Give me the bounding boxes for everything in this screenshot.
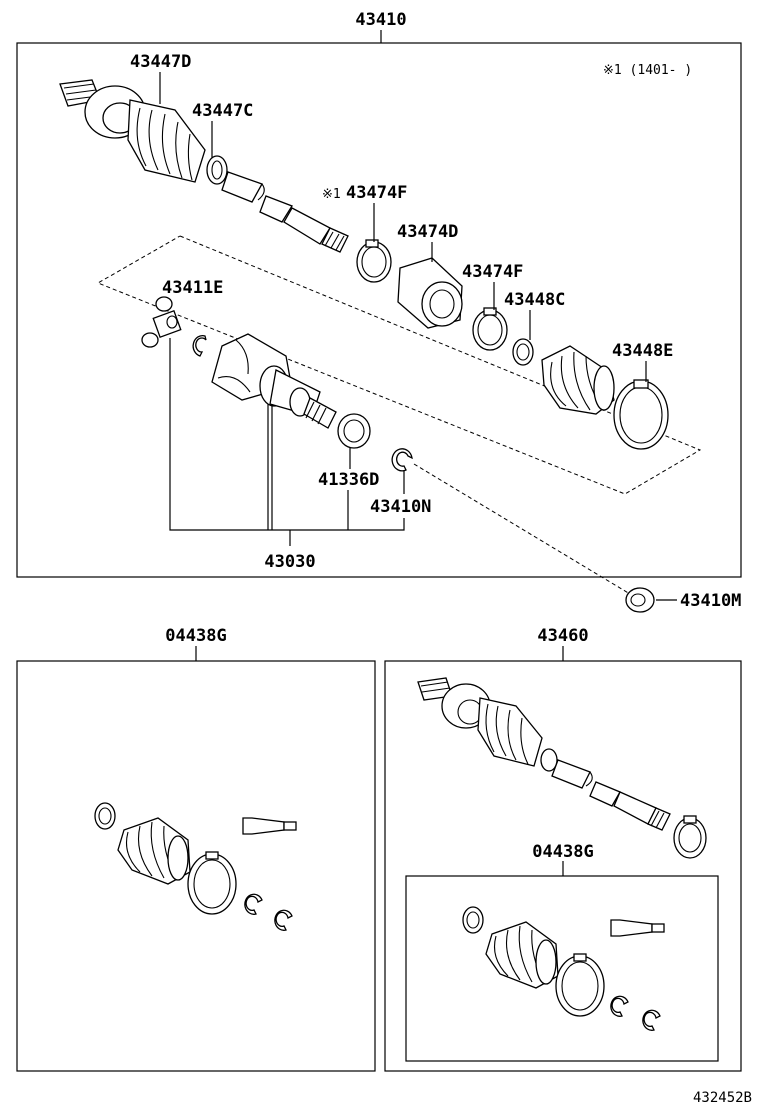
assembly-43410-frame (16, 42, 742, 578)
label-43447D[interactable]: 43447D (130, 52, 191, 72)
snap-ring-small (192, 334, 207, 357)
inner-kit-dashed-region (96, 235, 702, 495)
damper-43474D (397, 257, 463, 329)
label-note-mark: ※1 (322, 187, 341, 202)
label-41336D[interactable]: 41336D (318, 470, 379, 490)
clamp-43474F-a (356, 239, 392, 283)
clamp-43448C (512, 338, 534, 366)
note-text: ※1 (1401- ) (603, 63, 692, 78)
snap-ring-43410N (391, 448, 413, 472)
clamp-large-43448E (613, 379, 669, 450)
boot-kit-right-parts (462, 906, 665, 1031)
label-04438G-right[interactable]: 04438G (532, 842, 593, 862)
seal-41336D (337, 413, 371, 449)
boot-kit-04438G-right-frame (405, 875, 719, 1062)
label-43448C[interactable]: 43448C (504, 290, 565, 310)
label-43030[interactable]: 43030 (264, 552, 315, 572)
label-43448E[interactable]: 43448E (612, 341, 673, 361)
outer-joint-shaft-illustration (59, 79, 349, 253)
label-43474F-a[interactable]: 43474F (346, 183, 407, 203)
boot-43448E (541, 345, 615, 415)
boot-kit-left-parts (94, 802, 297, 931)
label-43460[interactable]: 43460 (537, 626, 588, 646)
assembly-43460-shaft (417, 677, 707, 859)
label-04438G-left[interactable]: 04438G (165, 626, 226, 646)
label-43474F-b[interactable]: 43474F (462, 262, 523, 282)
label-43410M[interactable]: 43410M (680, 591, 741, 611)
label-43411E[interactable]: 43411E (162, 278, 223, 298)
tripod-43411E (141, 296, 182, 348)
label-43410N[interactable]: 43410N (370, 497, 431, 517)
clamp-43474F-b (472, 307, 508, 351)
label-43474D[interactable]: 43474D (397, 222, 458, 242)
label-43410[interactable]: 43410 (355, 10, 406, 30)
inner-joint-housing (211, 333, 337, 429)
reference-code: 432452B (693, 1090, 752, 1106)
label-43447C[interactable]: 43447C (192, 101, 253, 121)
bearing-43410M (625, 587, 655, 613)
